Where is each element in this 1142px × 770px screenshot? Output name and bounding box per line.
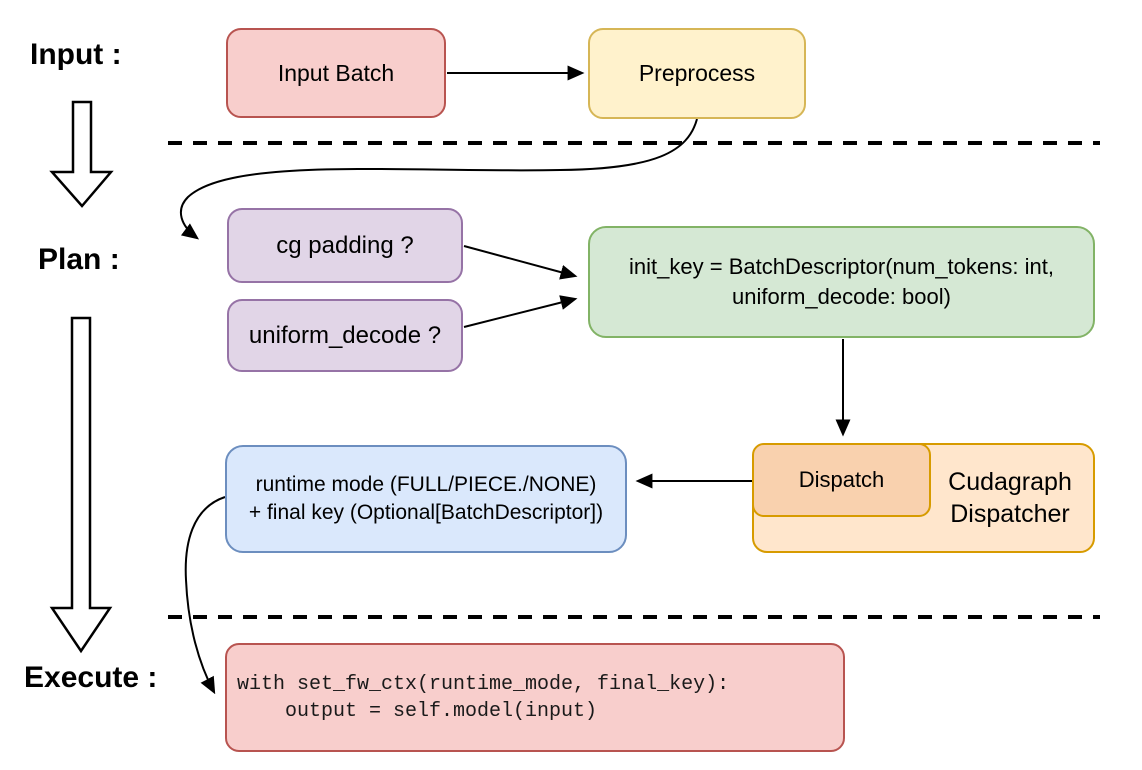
node-cg-padding-label: cg padding ? xyxy=(276,231,414,259)
node-init-key-line1: init_key = BatchDescriptor(num_tokens: i… xyxy=(629,254,1054,279)
node-execute-code-line1: with set_fw_ctx(runtime_mode, final_key)… xyxy=(237,672,730,696)
node-input-batch-label: Input Batch xyxy=(277,59,395,86)
node-cudagraph-dispatcher-label: Cudagraph Dispatcher xyxy=(929,466,1091,530)
node-uniform-decode-label: uniform_decode ? xyxy=(248,321,442,349)
node-cg-padding: cg padding ? xyxy=(227,208,463,283)
node-execute-code-line2: output = self.model(input) xyxy=(237,699,598,723)
node-cudagraph-dispatcher-line1: Cudagraph xyxy=(948,468,1072,496)
input-to-plan-block-arrow-icon xyxy=(49,100,114,208)
node-preprocess: Preprocess xyxy=(588,28,806,119)
node-runtime-mode-line2: + final key (Optional[BatchDescriptor]) xyxy=(248,501,604,524)
node-cudagraph-dispatcher-line2: Dispatcher xyxy=(950,500,1070,528)
edge-uniform-decode-to-init-key xyxy=(463,295,578,328)
stage-label-input: Input : xyxy=(30,38,122,71)
stage-label-plan: Plan : xyxy=(38,243,120,276)
node-execute-code: with set_fw_ctx(runtime_mode, final_key)… xyxy=(225,643,845,752)
edge-preprocess-to-cg-padding xyxy=(179,118,698,240)
node-runtime-mode-line1: runtime mode (FULL/PIECE./NONE) xyxy=(255,473,597,496)
edge-cg-padding-to-init-key xyxy=(463,245,578,280)
node-dispatch-label: Dispatch xyxy=(798,467,885,492)
node-input-batch: Input Batch xyxy=(226,28,446,118)
edge-runtime-mode-to-execute-code xyxy=(184,496,226,695)
node-uniform-decode: uniform_decode ? xyxy=(227,299,463,372)
plan-to-execute-block-arrow-icon xyxy=(49,316,113,654)
node-init-key: init_key = BatchDescriptor(num_tokens: i… xyxy=(588,226,1095,338)
node-runtime-mode: runtime mode (FULL/PIECE./NONE) + final … xyxy=(225,445,627,553)
node-preprocess-label: Preprocess xyxy=(638,60,756,86)
stage-label-execute: Execute : xyxy=(24,661,158,694)
node-dispatch: Dispatch xyxy=(752,443,931,517)
node-init-key-line2: uniform_decode: bool) xyxy=(732,284,951,309)
